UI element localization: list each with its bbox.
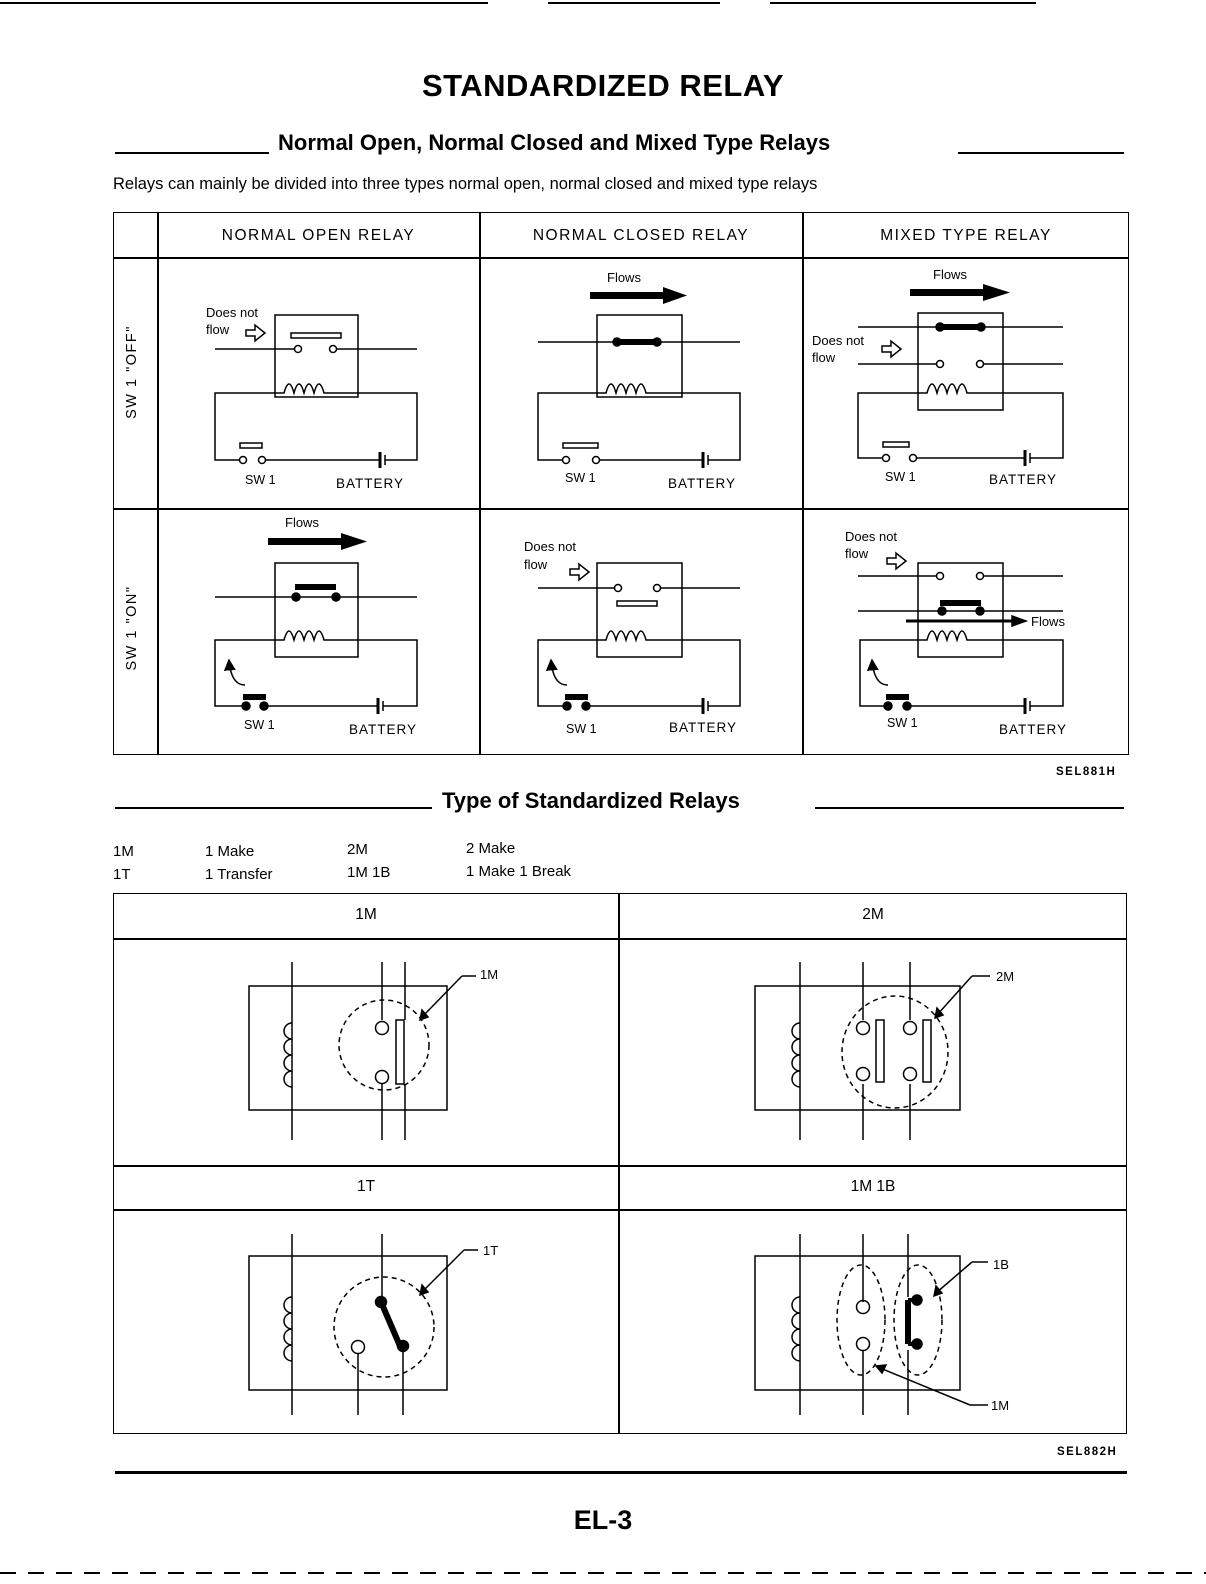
relay-1m1b-diagram (754, 1234, 988, 1415)
section2-heading: Type of Standardized Relays (442, 788, 740, 813)
legend-meaning: 1 Transfer (205, 866, 273, 883)
relay-type-diagrams (248, 962, 990, 1415)
section1-rule-right (958, 152, 1124, 154)
page-number: EL-3 (573, 1505, 633, 1535)
label-battery: BATTERY (669, 720, 738, 735)
flow-arrows (268, 284, 1010, 550)
label-sw1: SW 1 (244, 718, 275, 732)
label-sw1: SW 1 (887, 716, 918, 730)
label-flows: Flows (285, 515, 319, 530)
cell-title-2m: 2M (862, 906, 884, 923)
table-divider (113, 938, 1127, 940)
label-flows: Flows (607, 270, 641, 285)
label-battery: BATTERY (349, 722, 418, 737)
legend-meaning: 1 Make 1 Break (466, 863, 572, 880)
legend-code: 1M (113, 843, 134, 860)
callout-2m: 2M (996, 969, 1015, 984)
legend-code: 2M (347, 841, 368, 858)
section2-rule-right (815, 807, 1124, 809)
label-flows: Flows (1031, 614, 1065, 629)
relay-1t-diagram (248, 1234, 478, 1415)
top-rule-right (770, 2, 1036, 4)
label-sw1: SW 1 (566, 722, 597, 736)
cell-title-1m1b: 1M 1B (850, 1178, 896, 1195)
footer-rule (115, 1471, 1127, 1474)
table-divider (802, 212, 804, 755)
legend-meaning: 2 Make (466, 840, 516, 857)
normal-open-on-diagram (214, 562, 418, 714)
normal-closed-on-diagram (537, 562, 741, 714)
bottom-dashes (0, 1572, 1206, 1574)
label-sw1: SW 1 (565, 471, 596, 485)
column-header-normal-closed: NORMAL CLOSED RELAY (532, 227, 750, 244)
label-battery: BATTERY (999, 722, 1068, 737)
table-divider (113, 1209, 1127, 1211)
figure-code: SEL882H (1057, 1446, 1118, 1458)
section1-intro: Relays can mainly be divided into three … (113, 175, 818, 193)
figure-code: SEL881H (1056, 766, 1117, 778)
column-header-mixed-type: MIXED TYPE RELAY (880, 227, 1052, 244)
label-sw1: SW 1 (245, 473, 276, 487)
table-divider (618, 893, 620, 1434)
callout-1t: 1T (483, 1243, 499, 1258)
hollow-arrows (245, 323, 908, 582)
relay-2m-diagram (754, 962, 990, 1140)
section2-rule-left (115, 807, 432, 809)
relay-1m-diagram (248, 962, 476, 1140)
normal-closed-off-diagram (537, 314, 741, 468)
label-does-not: Does not (845, 529, 898, 544)
relay-types-table (113, 893, 1127, 1434)
label-does-not: Does not (812, 333, 865, 348)
label-flow: flow (206, 322, 230, 337)
callout-1m: 1M (480, 967, 499, 982)
cell-title-1t: 1T (356, 1178, 376, 1195)
label-battery: BATTERY (668, 476, 737, 491)
mixed-type-on-diagram (858, 562, 1064, 714)
section1-heading: Normal Open, Normal Closed and Mixed Typ… (278, 130, 831, 155)
table-divider (479, 212, 481, 755)
section1-rule-left (115, 152, 269, 154)
column-header-normal-open: NORMAL OPEN RELAY (221, 227, 416, 244)
label-flow: flow (812, 350, 836, 365)
legend-code: 1M 1B (347, 864, 391, 881)
top-rule-mid (548, 2, 720, 4)
table-divider (113, 508, 1129, 510)
label-flows: Flows (933, 267, 967, 282)
label-does-not: Does not (524, 539, 577, 554)
relay-diagrams (214, 284, 1064, 714)
normal-open-off-diagram (214, 314, 418, 468)
relay-table (113, 212, 1129, 755)
cell-title-1m: 1M (355, 906, 377, 923)
label-flow: flow (845, 546, 869, 561)
callout-1b: 1B (993, 1257, 1009, 1272)
legend-code: 1T (113, 866, 131, 883)
table-divider (113, 257, 1129, 259)
table-divider (113, 1165, 1127, 1167)
table-divider (157, 212, 159, 755)
legend-meaning: 1 Make (205, 843, 255, 860)
label-flow: flow (524, 557, 548, 572)
label-battery: BATTERY (336, 476, 405, 491)
label-does-not: Does not (206, 305, 259, 320)
callout-1m-bottom: 1M (991, 1398, 1010, 1413)
label-sw1: SW 1 (885, 470, 916, 484)
label-battery: BATTERY (989, 472, 1058, 487)
mixed-type-off-diagram (857, 312, 1064, 466)
page-title: STANDARDIZED RELAY (421, 68, 785, 103)
top-rule-left (0, 2, 488, 4)
